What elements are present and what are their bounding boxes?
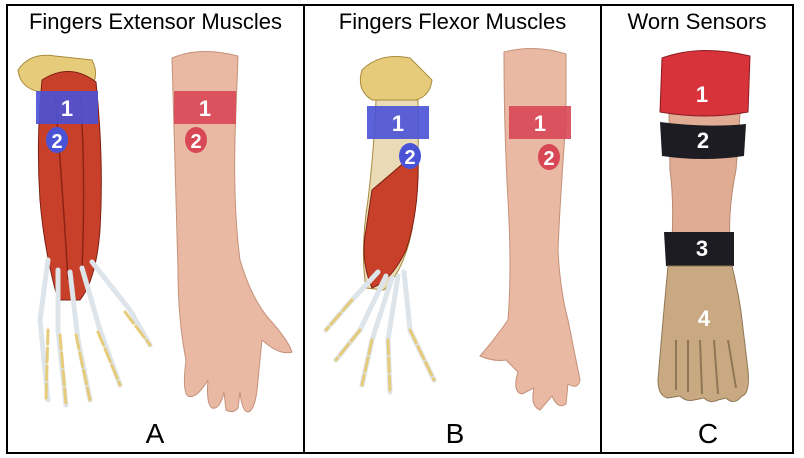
panel-b-letter: B [425,418,485,450]
electrode-1-label: 1 [199,96,211,121]
panel-a-letter: A [125,418,185,450]
band-2-label: 2 [697,128,709,153]
electrode-1-label: 1 [534,111,546,136]
band-3-label: 3 [696,236,708,261]
glove-4-label: 4 [698,306,711,331]
forearm-photo-flexor [480,48,580,410]
electrode-2-label: 2 [543,148,554,170]
panel-c-letter: C [678,418,738,450]
electrode-2-label: 2 [51,131,62,153]
band-1-label: 1 [696,82,708,107]
electrode-1-label: 1 [392,111,404,136]
electrode-2-label: 2 [190,131,201,153]
electrode-2-label: 2 [404,147,415,169]
electrode-1-label: 1 [61,96,73,121]
